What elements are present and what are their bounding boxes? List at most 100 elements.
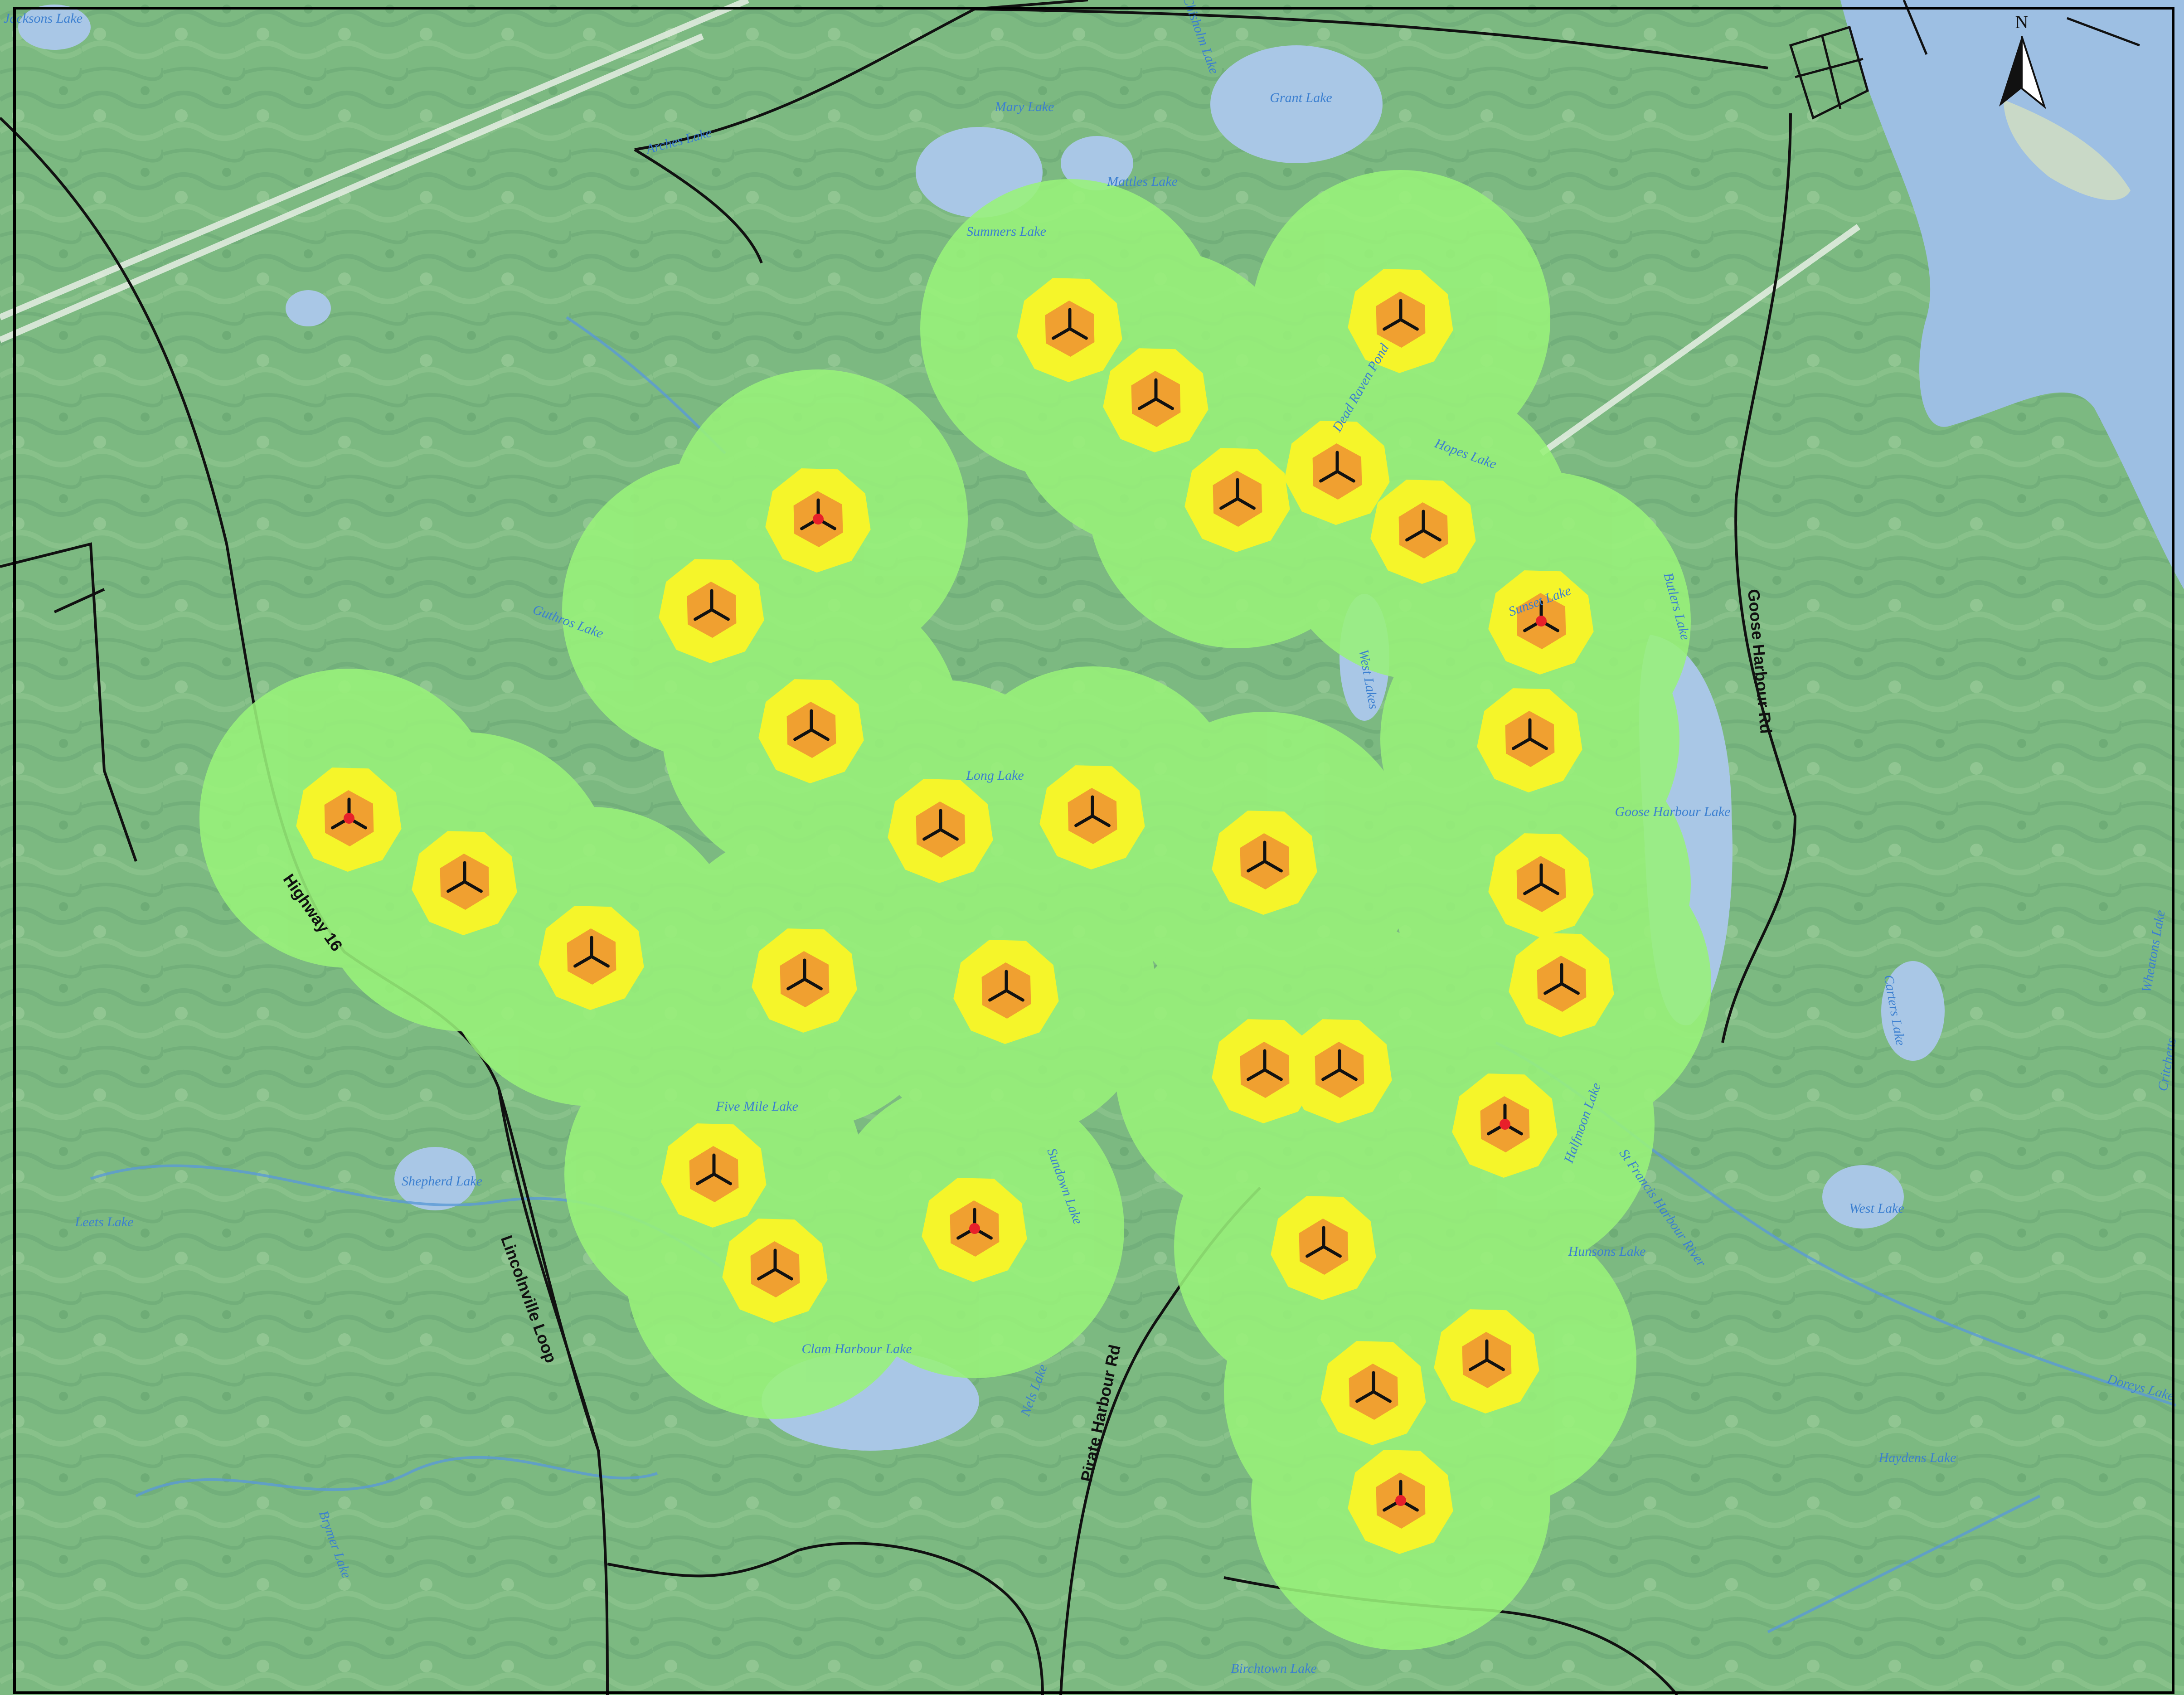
north-arrow-icon: N [1999,12,2046,109]
turbine-blade [1560,982,1580,995]
lake [1210,45,1383,163]
road-north-2 [634,148,763,264]
wind-turbine-icon[interactable] [956,1208,993,1240]
wind-turbine-icon[interactable] [1523,600,1559,632]
turbine-blade [1319,470,1339,483]
turbine-marker-dot [1500,1119,1510,1130]
wind-turbine-icon[interactable] [1543,963,1580,995]
wind-turbine-icon[interactable] [800,498,836,530]
turbine-blade [1512,737,1532,750]
turbine-blade [786,977,806,991]
turbine-blade [1306,1245,1325,1258]
wind-turbine-icon[interactable] [694,589,730,621]
lake-label: Summers Lake [966,224,1046,239]
wind-turbine-icon[interactable] [793,709,830,741]
wind-turbine-icon[interactable] [1512,718,1548,750]
lincolnville-loop [497,1088,600,1451]
lake-label: Shepherd Lake [402,1174,482,1189]
wind-turbine-icon[interactable] [1319,451,1355,483]
lake-label: West Lake [1849,1201,1904,1216]
north-arrow-letter: N [2015,12,2029,32]
turbine-blade [1263,860,1283,873]
turbine-blade [1074,814,1094,827]
wind-turbine-icon[interactable] [447,861,483,893]
turbine-blade [694,608,713,621]
turbine-blade [1399,318,1419,331]
wind-turbine-icon[interactable] [1523,863,1559,895]
wind-turbine-icon[interactable] [1469,1339,1505,1371]
turbine-blade [803,977,823,991]
turbine-blade [1528,737,1548,750]
turbine-blade [1138,397,1158,410]
lake [1822,1165,1904,1229]
wind-turbine-icon[interactable] [1074,795,1111,827]
wind-turbine-icon[interactable] [1355,1371,1392,1403]
ocean [1840,0,2184,589]
turbine-blade [1405,529,1425,542]
road-south [607,1542,1044,1695]
goose-harbour-rd [1721,113,1797,1043]
lake-label: Clam Harbour Lake [801,1341,912,1356]
lake [286,290,331,326]
wind-turbine-icon[interactable] [1219,478,1256,510]
turbine-marker-dot [1536,616,1547,627]
wind-turbine-icon[interactable] [331,797,367,830]
turbine-blade [1154,397,1174,410]
wind-turbine-icon[interactable] [922,809,959,841]
turbine-blade [1355,1390,1375,1403]
wind-turbine-icon[interactable] [1247,840,1283,873]
wind-turbine-icon[interactable] [696,1153,732,1185]
turbine-blade [810,728,830,741]
roads [0,0,1797,1695]
road-north [634,0,1088,151]
wind-turbine-icon[interactable] [1247,1049,1283,1081]
wind-turbine-icon[interactable] [1383,1480,1419,1512]
turbine-blade [1052,327,1072,340]
lake-label: Leets Lake [74,1214,133,1229]
turbine-blade [1372,1390,1392,1403]
lake [1061,136,1133,190]
turbine-blade [1091,814,1111,827]
turbine-blade [447,880,466,893]
harbour-island [2004,100,2131,200]
wind-turbine-icon[interactable] [757,1248,793,1281]
wind-turbine-icon[interactable] [1383,299,1419,331]
turbine-blade [793,728,813,741]
wind-turbine-icon[interactable] [573,936,610,968]
turbine-marker-dot [344,813,354,824]
lake [18,5,91,50]
wind-turbine-icon[interactable] [1321,1049,1358,1081]
turbine-blade [1335,470,1355,483]
town-grid [1789,0,2140,120]
map-frame-border [13,7,2174,1694]
turbine-blade [573,955,593,968]
turbine-blade [1263,1068,1283,1081]
wind-turbine-icon[interactable] [1052,308,1088,340]
wind-turbine-icon[interactable] [1138,378,1174,410]
lake-label: Goose Harbour Lake [1615,804,1731,819]
wind-turbine-icon[interactable] [988,970,1024,1002]
lake-label: Grant Lake [1270,90,1332,105]
turbine-blade [1485,1358,1505,1371]
turbine-blade [988,989,1008,1002]
turbine-blade [1383,318,1403,331]
turbine-blade [922,828,942,841]
lake-label: Long Lake [966,768,1024,783]
turbine-blade [1322,1245,1342,1258]
wind-turbine-icon[interactable] [786,958,823,991]
wind-turbine-icon[interactable] [1405,510,1441,542]
wind-turbine-icon[interactable] [1306,1226,1342,1258]
wind-turbine-icon[interactable] [1487,1103,1523,1136]
lake-label: Jacksons Lake [4,11,83,26]
turbine-blade [463,880,483,893]
turbine-blade [590,955,610,968]
turbine-blade [1247,1068,1267,1081]
turbine-blade [712,1172,732,1185]
turbine-blade [1236,497,1256,510]
turbine-blade [939,828,959,841]
turbine-marker-dot [813,514,824,525]
lake-label: Hunsons Lake [1568,1244,1646,1259]
lake-label: Mattles Lake [1107,174,1178,189]
